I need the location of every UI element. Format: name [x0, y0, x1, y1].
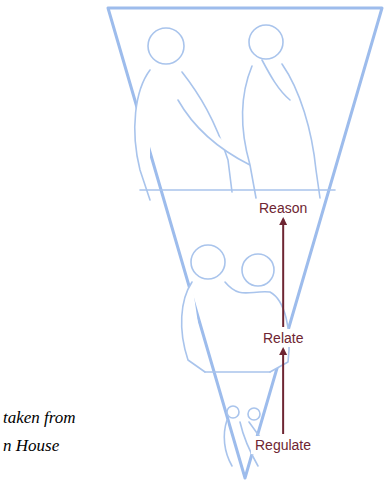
hugging-figures — [182, 282, 290, 372]
source-note: n House — [3, 436, 59, 456]
hug-figure-head — [191, 245, 225, 279]
right-figure-arm — [262, 60, 290, 100]
stage-name: Regulate — [255, 437, 311, 453]
hug-figure-head — [242, 254, 274, 286]
up-arrow — [282, 349, 284, 434]
right-figure-head — [249, 25, 283, 59]
left-figure-arm — [178, 100, 250, 165]
figure-drawings — [135, 25, 335, 466]
small-figure-head — [248, 408, 260, 420]
left-seated-figure — [135, 70, 232, 200]
table-edge — [140, 189, 335, 191]
triangle-outline — [108, 8, 382, 478]
stage-label-box: Relate — [259, 329, 307, 347]
stage-name: Reason — [259, 200, 307, 216]
stage-name: Relate — [263, 330, 303, 346]
left-figure-head — [148, 28, 184, 64]
hug-base — [205, 371, 270, 373]
stage-label-box: Regulate — [251, 436, 315, 454]
up-arrow — [282, 219, 284, 327]
right-seated-figure — [243, 64, 320, 198]
source-note: taken from — [3, 408, 76, 428]
stage-label-box: Reason — [255, 199, 311, 217]
small-figure-head — [227, 406, 239, 418]
